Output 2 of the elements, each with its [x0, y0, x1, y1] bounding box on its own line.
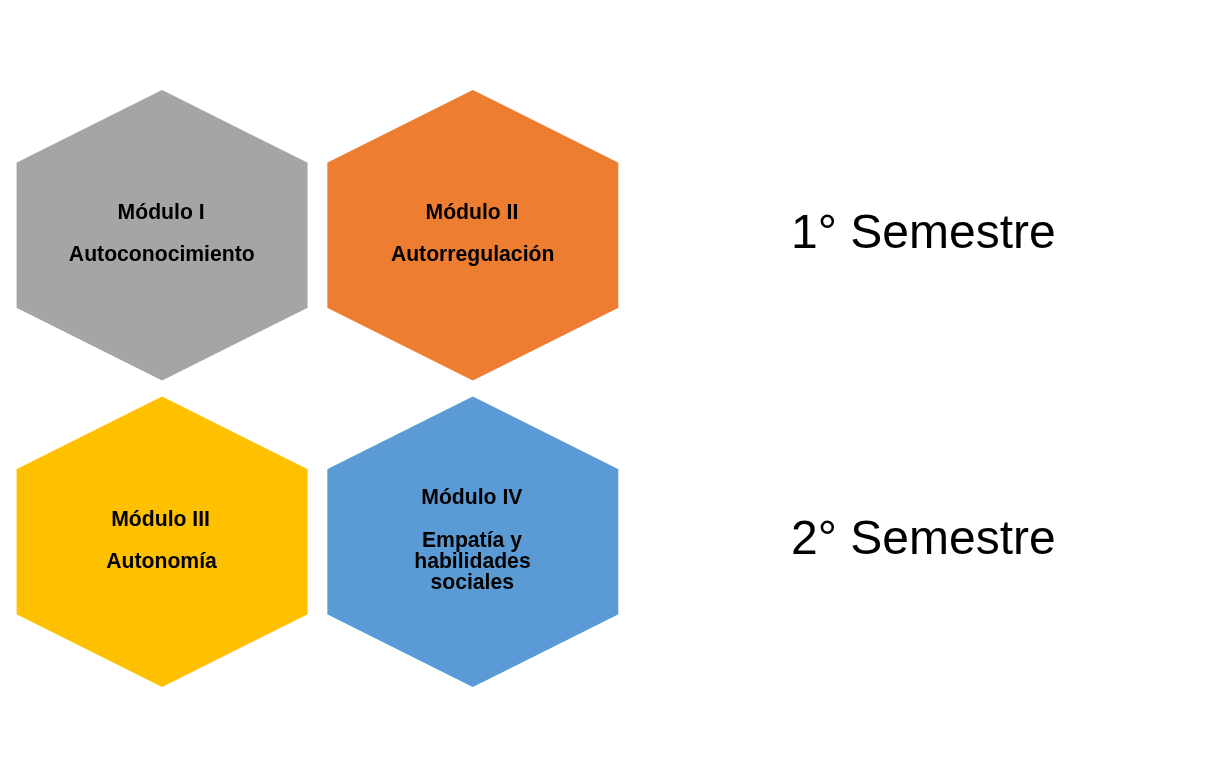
label: 1° Semestre — [791, 204, 1056, 258]
label: 2° Semestre — [791, 511, 1056, 565]
